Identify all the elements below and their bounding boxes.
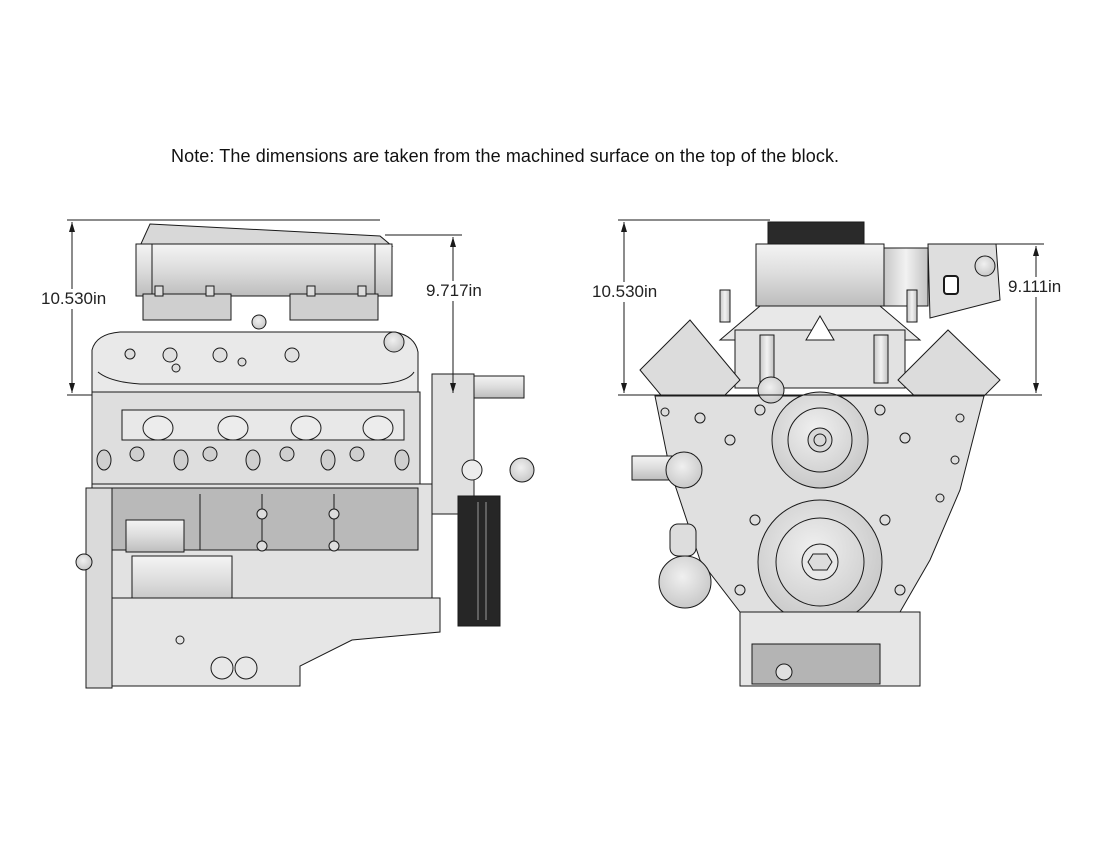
side-front-height-dimension-label: 9.717in: [425, 281, 483, 301]
side-height-dimension-label: 10.530in: [40, 289, 108, 309]
dimension-note: Note: The dimensions are taken from the …: [171, 146, 840, 166]
front-throttle-height-dimension-label: 9.111in: [1007, 277, 1063, 297]
front-height-dimension-label: 10.530in: [591, 282, 659, 302]
